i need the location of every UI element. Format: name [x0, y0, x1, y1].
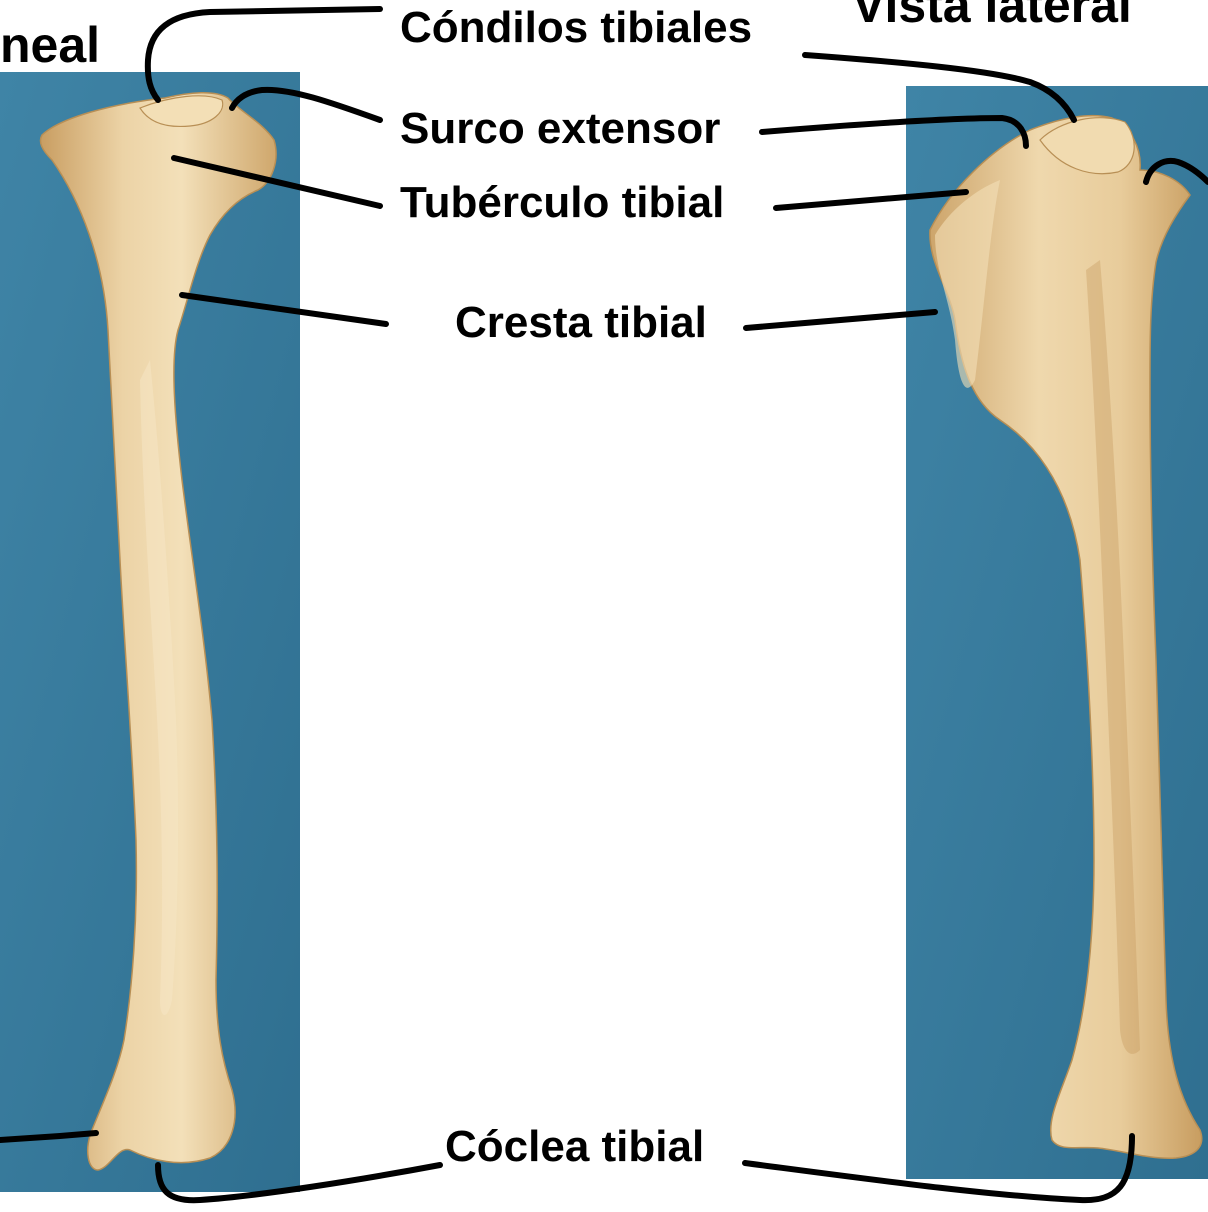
label-cresta-tibial: Cresta tibial: [455, 298, 707, 347]
left-photo-panel: [0, 72, 300, 1192]
label-condilos-tibiales: Cóndilos tibiales: [400, 3, 752, 52]
right-photo-panel: [906, 86, 1208, 1179]
label-tuberculo-tibial: Tubérculo tibial: [400, 178, 724, 227]
label-surco-extensor: Surco extensor: [400, 104, 720, 153]
left-view-title: neal: [0, 17, 100, 73]
anatomical-labels: Cóndilos tibiales Surco extensor Tubércu…: [400, 3, 752, 1171]
label-coclea-tibial: Cóclea tibial: [445, 1122, 704, 1171]
right-view-title: Vista lateral: [852, 0, 1132, 33]
